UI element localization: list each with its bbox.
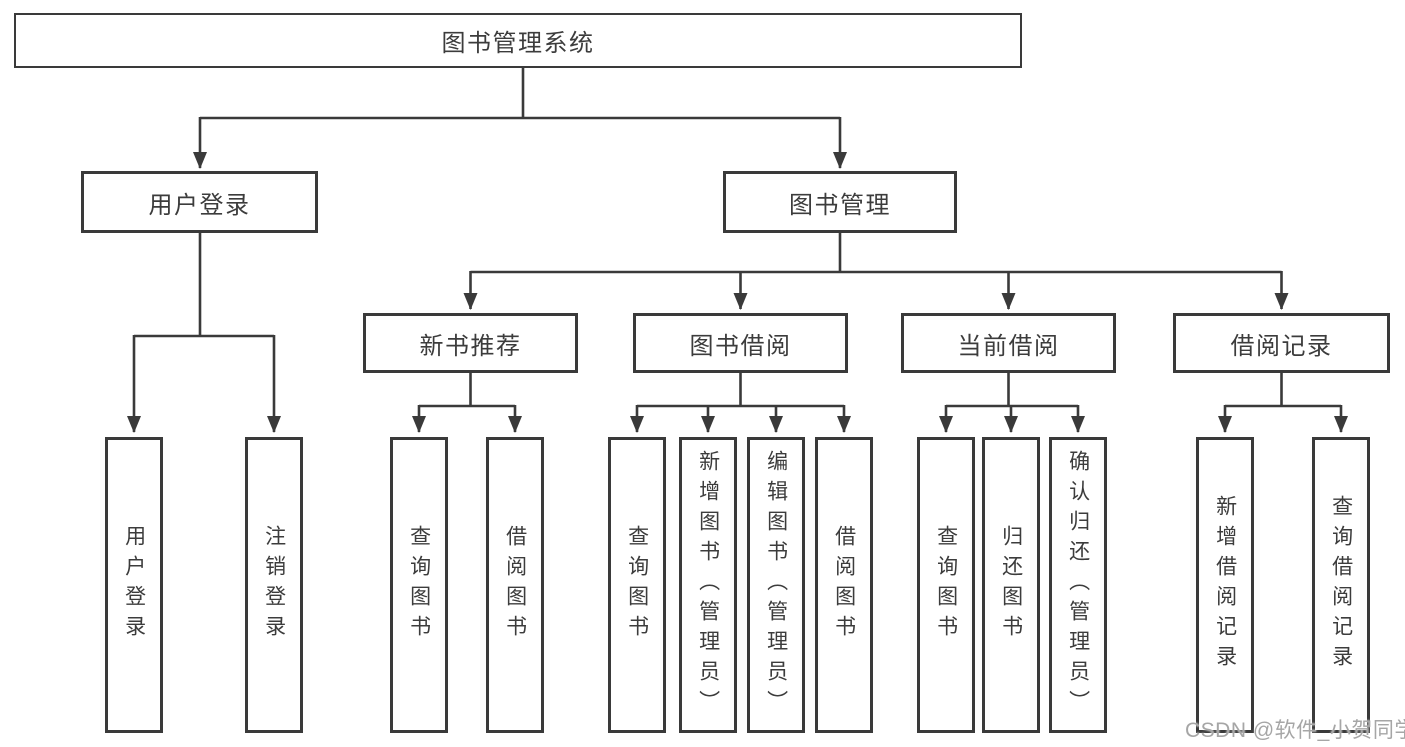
csdn-watermark: CSDN @软件_小贺同学 — [1185, 719, 1405, 742]
node-book-borrow: 图书借阅 — [633, 313, 848, 373]
leaf-query-books-2: 查询图书 — [608, 437, 666, 733]
node-label: 新增借阅记录 — [1213, 495, 1237, 675]
leaf-edit-books-admin: 编辑图书（管理员） — [747, 437, 805, 733]
node-label: 查询图书 — [625, 525, 649, 645]
node-label: 新增图书（管理员） — [696, 450, 720, 720]
node-label: 当前借阅 — [957, 332, 1060, 360]
node-user-login-group: 用户登录 — [81, 171, 318, 233]
leaf-add-borrow-record: 新增借阅记录 — [1196, 437, 1254, 733]
node-label: 查询图书 — [934, 525, 958, 645]
leaf-query-books-1: 查询图书 — [390, 437, 448, 733]
node-label: 图书借阅 — [689, 332, 792, 360]
node-current-borrow: 当前借阅 — [901, 313, 1116, 373]
node-borrow-records: 借阅记录 — [1173, 313, 1390, 373]
leaf-borrow-books-2: 借阅图书 — [815, 437, 873, 733]
node-label: 借阅图书 — [503, 525, 527, 645]
node-label: 用户登录 — [148, 191, 251, 219]
node-label: 编辑图书（管理员） — [764, 450, 788, 720]
node-label: 用户登录 — [122, 525, 146, 645]
leaf-return-books: 归还图书 — [982, 437, 1040, 733]
node-book-management: 图书管理 — [723, 171, 957, 233]
node-label: 借阅图书 — [832, 525, 856, 645]
node-label: 确认归还（管理员） — [1066, 450, 1090, 720]
node-label: 查询图书 — [407, 525, 431, 645]
leaf-logout: 注销登录 — [245, 437, 303, 733]
leaf-borrow-books-1: 借阅图书 — [486, 437, 544, 733]
node-label: 图书管理 — [789, 191, 891, 219]
node-label: 图书管理系统 — [441, 30, 595, 57]
node-new-book-recommend: 新书推荐 — [363, 313, 578, 373]
node-library-management-system: 图书管理系统 — [14, 13, 1022, 68]
node-label: 归还图书 — [999, 525, 1023, 645]
node-label: 借阅记录 — [1230, 332, 1333, 360]
leaf-add-books-admin: 新增图书（管理员） — [679, 437, 737, 733]
node-label: 注销登录 — [262, 525, 286, 645]
leaf-confirm-return-admin: 确认归还（管理员） — [1049, 437, 1107, 733]
leaf-query-books-3: 查询图书 — [917, 437, 975, 733]
leaf-query-borrow-record: 查询借阅记录 — [1312, 437, 1370, 733]
leaf-user-login: 用户登录 — [105, 437, 163, 733]
node-label: 新书推荐 — [419, 332, 522, 360]
node-label: 查询借阅记录 — [1329, 495, 1353, 675]
